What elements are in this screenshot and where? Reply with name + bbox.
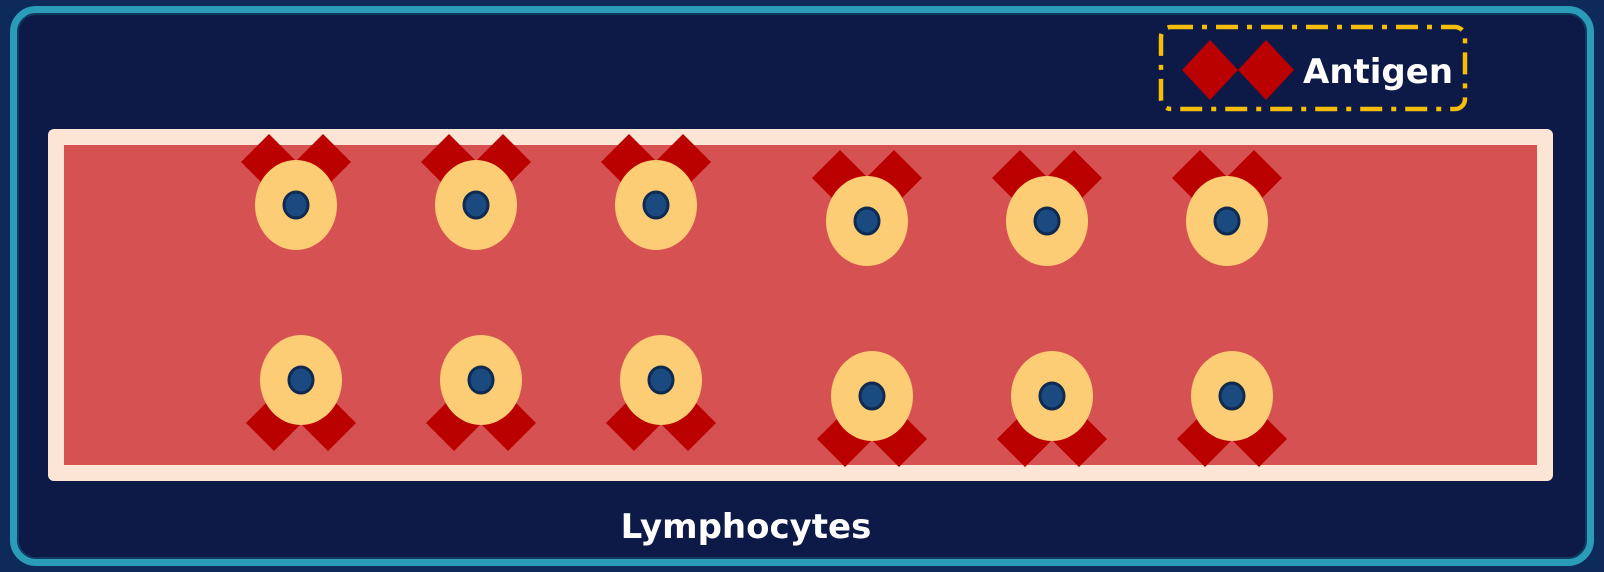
cell-nucleus (860, 383, 884, 409)
cell-nucleus (284, 192, 308, 218)
antigen-diamond-icon (1182, 40, 1238, 100)
cell-nucleus (1040, 383, 1064, 409)
antigen-diamond-icon (1238, 40, 1294, 100)
cell-nucleus (855, 208, 879, 234)
cell-nucleus (1035, 208, 1059, 234)
cell-nucleus (464, 192, 488, 218)
legend-label: Antigen (1303, 52, 1453, 92)
cell-nucleus (1220, 383, 1244, 409)
cell-nucleus (1215, 208, 1239, 234)
diagram-caption: Lymphocytes (621, 507, 872, 547)
cell-nucleus (649, 367, 673, 393)
cell-nucleus (469, 367, 493, 393)
cell-nucleus (289, 367, 313, 393)
legend: Antigen (1161, 27, 1465, 109)
cell-nucleus (644, 192, 668, 218)
